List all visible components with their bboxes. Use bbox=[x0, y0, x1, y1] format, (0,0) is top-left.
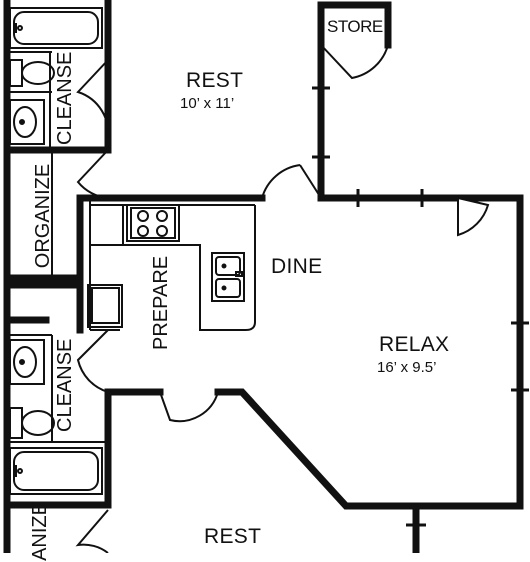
toilet-icon bbox=[9, 407, 55, 439]
refrigerator-icon bbox=[87, 284, 123, 328]
room-name-rest-bottom: REST bbox=[204, 525, 262, 548]
room-name-dine: DINE bbox=[271, 255, 323, 278]
bathtub-icon bbox=[9, 447, 103, 495]
bathtub-icon bbox=[9, 7, 103, 49]
thin-walls bbox=[7, 51, 120, 443]
room-dimensions-relax: 16’ x 9.5’ bbox=[377, 359, 437, 376]
room-name-relax: RELAX bbox=[379, 333, 450, 356]
room-name-store: STORE bbox=[327, 17, 383, 36]
wall-ticks bbox=[312, 86, 529, 527]
kitchen-counter bbox=[90, 204, 256, 331]
door-swings bbox=[75, 44, 490, 553]
sink-icon bbox=[9, 99, 45, 145]
room-dimensions-rest-top: 10’ x 11’ bbox=[180, 95, 235, 112]
room-name-cleanse-top: CLEANSE bbox=[54, 51, 76, 145]
sink-icon bbox=[9, 339, 45, 385]
room-name-prepare: PREPARE bbox=[150, 255, 172, 350]
toilet-icon bbox=[9, 59, 55, 87]
double-sink-icon bbox=[211, 252, 245, 302]
room-name-cleanse-bottom: CLEANSE bbox=[54, 338, 76, 432]
room-name-rest-top: REST bbox=[186, 69, 244, 92]
room-name-organize-bottom: ANIZE bbox=[29, 502, 51, 561]
stove-icon bbox=[126, 204, 180, 242]
room-name-organize-top: ORGANIZE bbox=[32, 163, 54, 269]
walls bbox=[3, 0, 524, 553]
